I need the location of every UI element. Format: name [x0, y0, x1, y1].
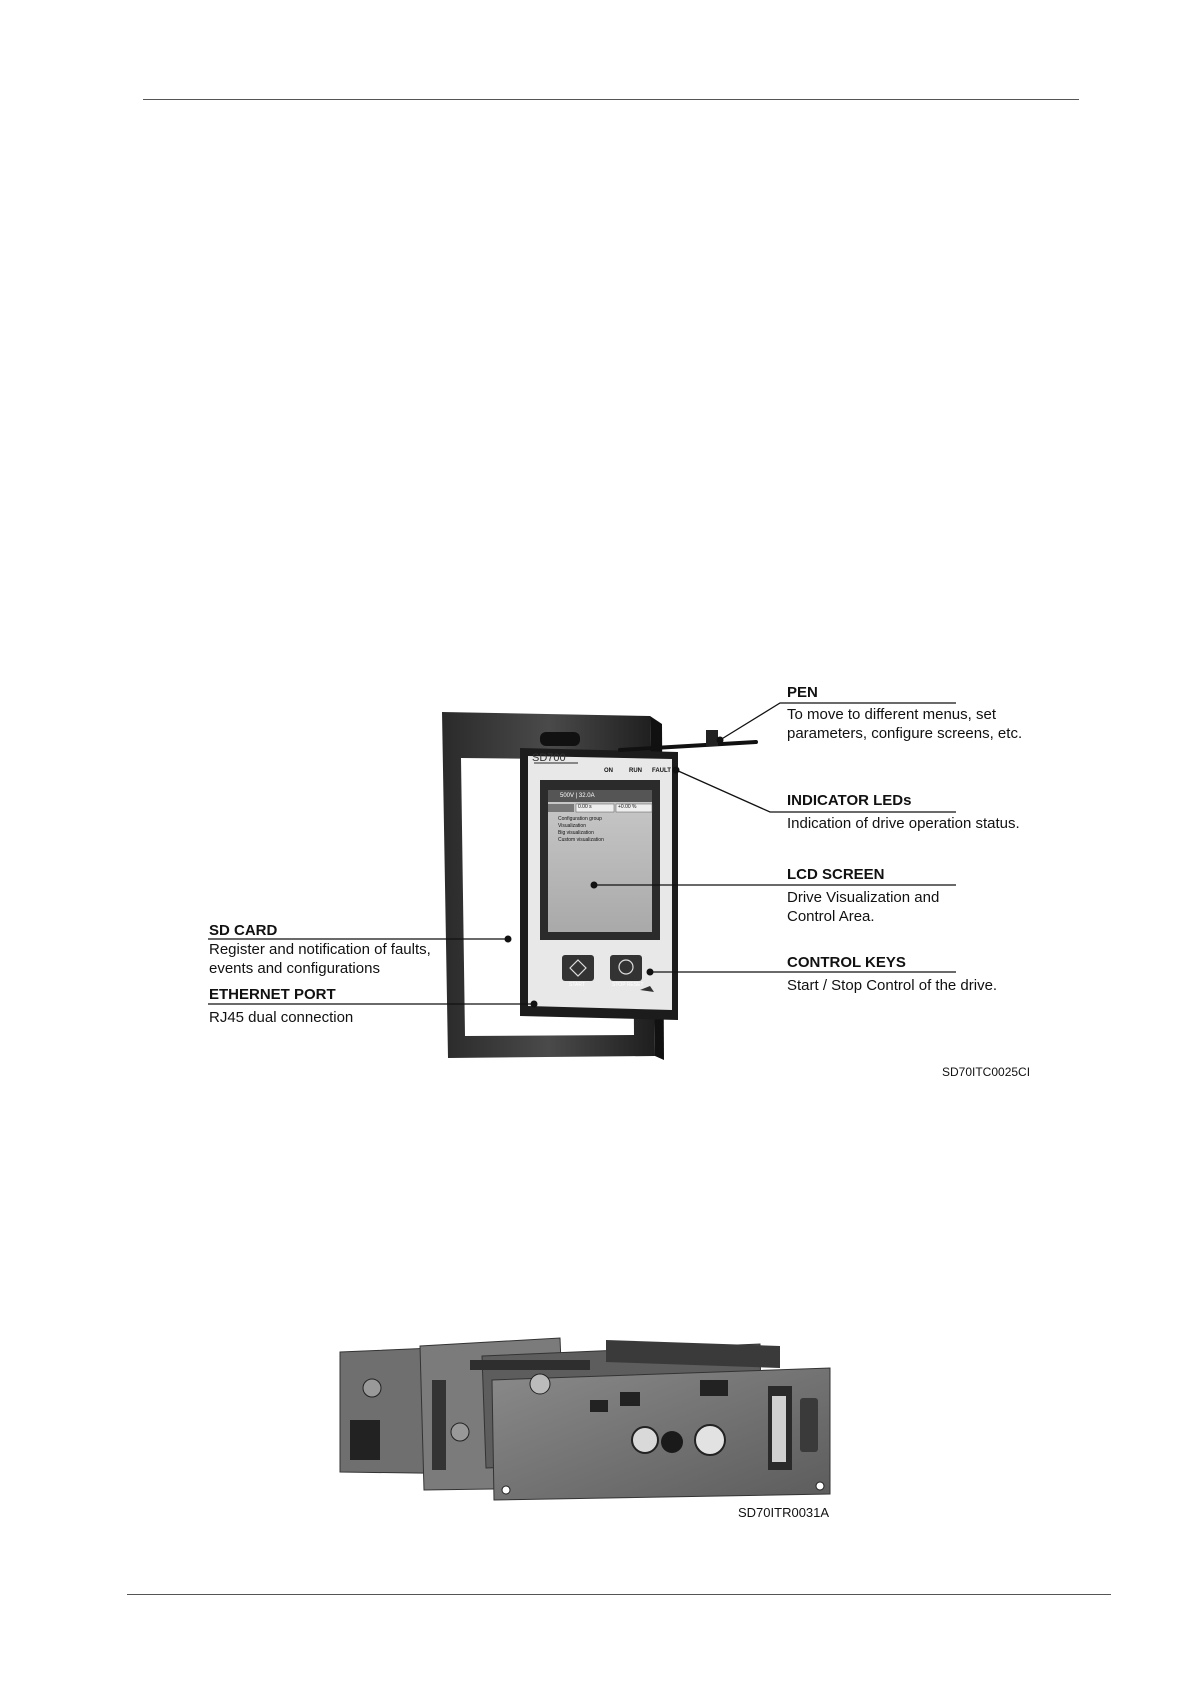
pen-callout: PEN To move to different menus, set para… — [787, 683, 1022, 743]
leds-callout: INDICATOR LEDs Indication of drive opera… — [787, 791, 1020, 833]
leds-leader — [675, 769, 956, 813]
led-run-label: RUN — [629, 768, 642, 774]
sd-card-desc-line2: events and configurations — [209, 960, 380, 977]
pen-heading: PEN — [787, 684, 818, 701]
lcd-callout: LCD SCREEN Drive Visualization and Contr… — [787, 865, 939, 926]
screen-menu-item-4: Custom visualization — [558, 837, 604, 843]
sd-card-heading: SD CARD — [209, 922, 278, 939]
screen-field-percent: +0.00 % — [618, 804, 637, 810]
stop-key-label: STOP RESET — [612, 982, 644, 988]
leds-desc: Indication of drive operation status. — [787, 815, 1020, 832]
keypad-front — [520, 748, 678, 1020]
ethernet-callout: ETHERNET PORT RJ45 dual connection — [209, 985, 353, 1027]
pen-leader — [719, 702, 956, 741]
footer-rule — [127, 1594, 1111, 1595]
sd-card-callout: SD CARD Register and notification of fau… — [209, 921, 431, 978]
circuit-boards — [339, 1337, 831, 1501]
led-on-label: ON — [604, 768, 613, 774]
keys-heading: CONTROL KEYS — [787, 954, 906, 971]
lcd-desc-line1: Drive Visualization and — [787, 889, 940, 906]
keys-desc: Start / Stop Control of the drive. — [787, 977, 998, 994]
pen-desc-line1: To move to different menus, set — [787, 706, 996, 723]
pen — [618, 730, 758, 752]
lcd-heading: LCD SCREEN — [787, 866, 885, 883]
leds-heading: INDICATOR LEDs — [787, 792, 912, 809]
callout-leaders — [208, 702, 956, 1008]
keypad-model-label: SD700 — [532, 752, 566, 764]
sd-card-desc-line1: Register and notification of faults, — [209, 941, 431, 958]
pen-desc-line2: parameters, configure screens, etc. — [787, 725, 1023, 742]
start-key-label: START — [569, 982, 585, 988]
ethernet-heading: ETHERNET PORT — [209, 986, 336, 1003]
screen-header-text: 500V | 32.0A — [560, 793, 595, 799]
screen-menu-item-3: Big visualization — [558, 830, 594, 836]
screen-menu-item-2: Visualization — [558, 823, 586, 829]
screen-menu-item-1: Configuration group — [558, 816, 602, 822]
lcd-desc-line2: Control Area. — [787, 908, 875, 925]
figure2-code: SD70ITR0031A — [738, 1505, 830, 1520]
header-rule — [143, 99, 1079, 100]
figure1-code: SD70ITC0025CI — [942, 1065, 1031, 1079]
led-fault-label: FAULT — [652, 768, 671, 774]
ethernet-desc: RJ45 dual connection — [209, 1009, 354, 1026]
screen-field-time: 0.00 s — [578, 804, 592, 810]
keys-callout: CONTROL KEYS Start / Stop Control of the… — [787, 953, 997, 995]
